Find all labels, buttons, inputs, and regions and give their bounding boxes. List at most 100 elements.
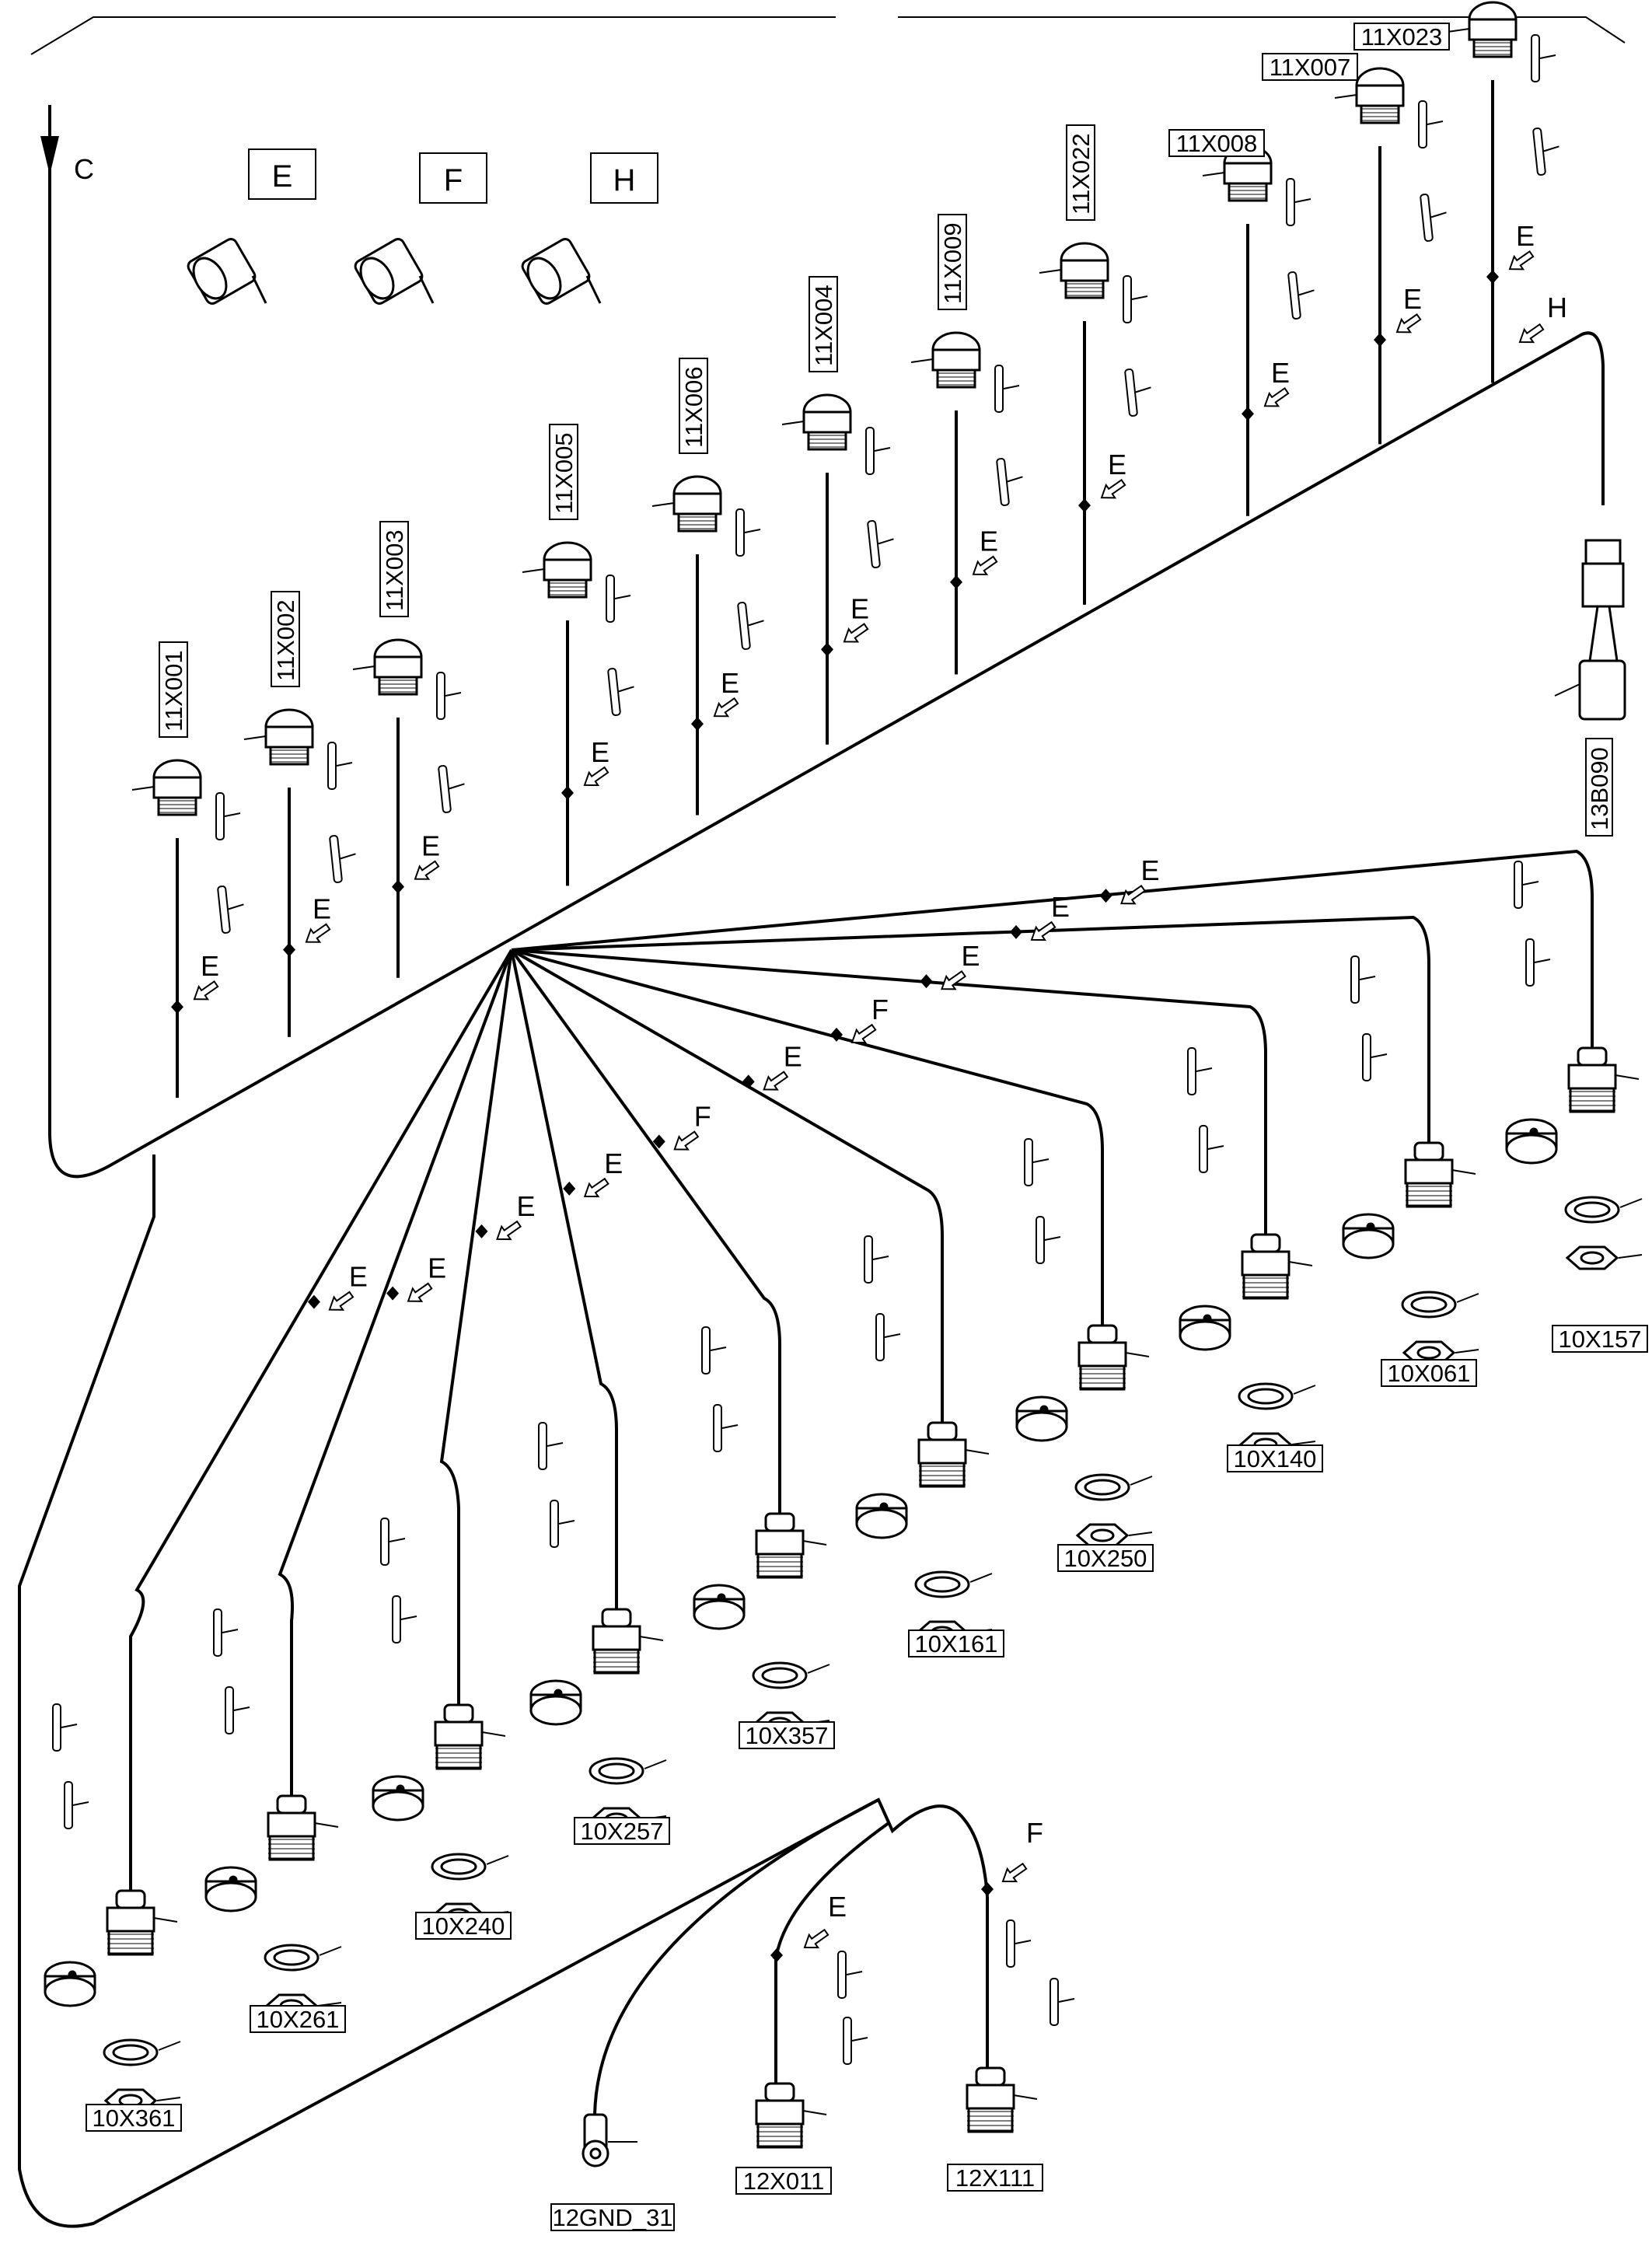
sleeve-marker [1374,333,1386,348]
plug-connector-icon [522,541,592,599]
sleeve-code-label: E [784,1040,802,1072]
bulkhead-connector-icon [592,1608,664,1675]
10x140-label-box: 10X140 [1227,1444,1323,1472]
11x004-label: 11X004 [810,285,837,366]
terminal-pin-icon [607,668,634,716]
sleeve-marker [920,974,933,989]
sensor-label: 13B090 [1586,747,1613,830]
11x002-label-box: 11X002 [271,591,300,687]
sleeve-h-icon [521,238,602,305]
terminal-pin-icon [436,672,462,720]
11x001-label: 11X001 [160,650,187,732]
terminal-pin-icon [1531,34,1556,82]
terminal-pin-icon [1420,194,1447,242]
sleeve-code-label: F [694,1100,711,1132]
terminal-pin-icon [1418,100,1444,148]
sleeve-marker [1078,498,1091,513]
12x111-label: 12X111 [955,2164,1035,2192]
bulkhead-connector-icon [755,2082,827,2149]
flow-label: C [74,153,94,185]
terminal-pin-icon [225,1686,250,1734]
10x061-label-box: 10X061 [1381,1359,1477,1387]
bulkhead-connector-icon [1567,1046,1640,1113]
sleeve-code-label: E [980,526,998,557]
bulkhead-connector-icon [106,1889,178,1956]
11x006-label-box: 11X006 [679,358,708,454]
sleeve-arrow-icon [803,1928,829,1949]
sleeve-code-label: E [1141,854,1160,886]
connector-10x061: E 10X061 [511,891,1479,1387]
legend-f-label: F [444,163,463,197]
terminal-pin-icon [865,427,891,475]
sleeve-arrow-icon [673,1130,700,1151]
sleeve-marker [742,1074,755,1089]
10x257-label: 10X257 [581,1818,664,1845]
10x357-label: 10X357 [746,1722,829,1749]
connector-12gnd_31: 12GND_31 [550,1798,879,2231]
12x011-label: 12X011 [743,2167,825,2195]
sleeve-code-label: E [591,736,609,768]
10x250-label-box: 10X250 [1057,1544,1154,1572]
connector-11x005: E 11X005 [522,424,634,886]
sleeve-arrow-icon [1263,387,1290,407]
sleeve-arrow-icon [972,555,998,575]
11x023-label: 11X023 [1361,23,1443,51]
11x001-label-box: 11X001 [159,641,188,738]
sleeve-code-label: E [428,1252,446,1284]
plug-connector-icon [1334,67,1405,124]
sleeve-code-label: E [313,893,331,925]
ring-terminal-icon [582,2113,637,2167]
plug-connector-icon [1447,1,1518,58]
11x009-label-box: 11X009 [938,214,967,310]
cap-washer-nut-icon [529,1679,667,1832]
sleeve-code-label: E [962,940,980,972]
terminal-pin-icon [1362,1033,1388,1081]
10x161-label: 10X161 [915,1630,998,1657]
terminal-pin-icon [864,1235,889,1284]
terminal-pin-icon [701,1326,727,1375]
terminal-pin-icon [550,1500,575,1548]
sleeve-code-label: E [721,667,739,699]
plug-connector-icon [651,475,722,533]
sleeve-arrow-icon [407,1282,433,1302]
connector-11x002: E 11X002 [243,591,356,1037]
sleeve-arrow-icon [1100,478,1126,499]
sleeve-marker [830,1027,843,1042]
legend-h-label: H [613,163,636,197]
frame [30,16,1626,55]
sleeve-arrow-icon [1518,323,1545,344]
11x005-label: 11X005 [550,432,578,514]
cap-washer-nut-icon [693,1584,830,1736]
sensor-13b090: 13B090 H [1518,292,1626,837]
sleeve-arrow-icon [1001,1862,1028,1883]
terminal-pin-icon [843,2017,868,2065]
harness-trunk [18,105,1605,2228]
terminal-pin-icon [217,885,244,934]
bulkhead-connector-icon [267,1794,339,1861]
bulkhead-connector-icon [1077,1324,1150,1391]
terminal-pin-icon [215,792,241,840]
terminal-pin-icon [1036,1216,1061,1264]
10x061-label: 10X061 [1388,1360,1471,1387]
12gnd_31-label: 12GND_31 [552,2204,672,2231]
sleeve-marker [652,1134,665,1149]
sleeve-arrow-icon [193,980,219,1001]
terminal-pin-icon [735,508,761,557]
sleeve-marker [950,575,962,589]
terminal-pin-icon [1187,1047,1213,1095]
plug-connector-icon [243,708,314,766]
terminal-pin-icon [1124,369,1151,417]
sleeve-marker [1486,270,1499,285]
11x004-label-box: 11X004 [809,276,838,372]
sleeve-arrow-icon [496,1220,522,1241]
